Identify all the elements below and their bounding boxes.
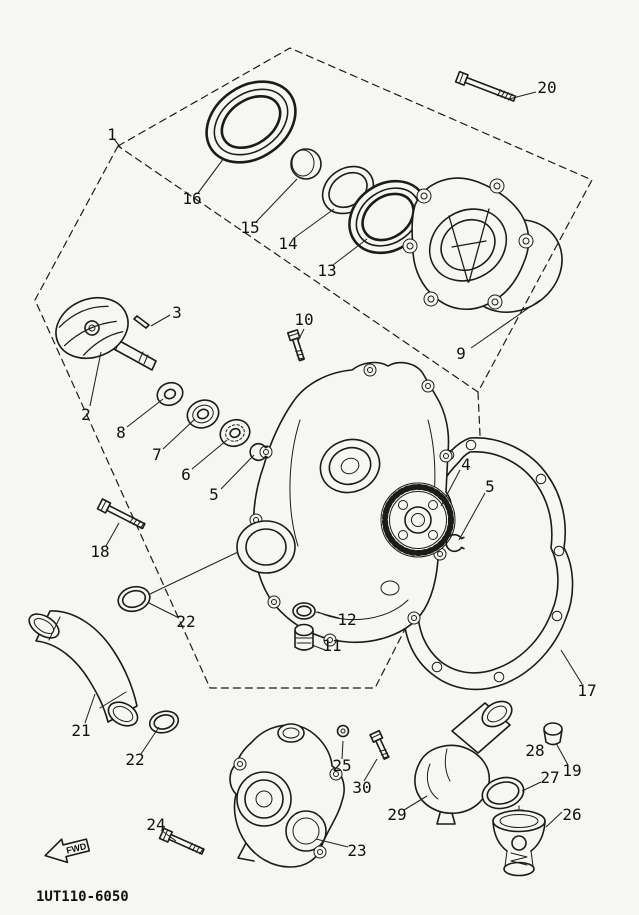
part-20-bolt [454, 70, 517, 102]
part-10-bolt [286, 329, 306, 362]
callout-13: 13 [317, 261, 336, 280]
callout-17: 17 [577, 681, 596, 700]
part-26-thermostat [492, 805, 546, 877]
callout-5a: 5 [209, 485, 219, 504]
callout-22a: 22 [176, 612, 195, 631]
callout-8: 8 [116, 423, 126, 442]
callout-28: 28 [525, 741, 544, 760]
callout-9: 9 [456, 344, 466, 363]
part-6-bearing [219, 418, 251, 448]
fwd-arrow-icon: FWD [44, 838, 91, 864]
part-19-plug [543, 722, 563, 746]
fwd-label: FWD [65, 841, 88, 856]
callout-11: 11 [322, 636, 341, 655]
callout-6: 6 [181, 465, 191, 484]
part-housing-body [236, 361, 453, 647]
callout-30: 30 [352, 778, 371, 797]
part-8-washer [156, 381, 184, 407]
part-23-housing [229, 723, 345, 868]
callout-20: 20 [537, 78, 556, 97]
part-22b-oring [148, 710, 180, 734]
part-5a-circlip [249, 442, 269, 462]
callout-10: 10 [294, 310, 313, 329]
part-13-seal-ring [348, 179, 428, 255]
part-18-bolt [96, 498, 146, 530]
part-7-bearing [186, 399, 220, 429]
part-code: 1UT110-6050 [36, 889, 129, 905]
part-4-gear [380, 482, 456, 558]
part-3-pin [133, 315, 150, 329]
callout-21: 21 [71, 721, 90, 740]
part-9-cover-set [402, 177, 563, 313]
part-27-seal-ring [481, 776, 525, 810]
part-5b-circlip [445, 533, 465, 553]
callout-16: 16 [182, 189, 201, 208]
callout-18: 18 [90, 542, 109, 561]
callout-27: 27 [540, 768, 559, 787]
part-24-bolt [158, 827, 205, 855]
callout-25: 25 [332, 756, 351, 775]
callout-14: 14 [278, 234, 297, 253]
part-15-plate [290, 148, 322, 180]
part-30-bolt [369, 729, 390, 760]
callout-5b: 5 [485, 477, 495, 496]
callout-22b: 22 [125, 750, 144, 769]
callout-23: 23 [347, 841, 366, 860]
callout-29: 29 [387, 805, 406, 824]
leader-lines [84, 91, 583, 848]
callout-12: 12 [337, 610, 356, 629]
callout-26: 26 [562, 805, 581, 824]
callout-24: 24 [146, 815, 165, 834]
part-16-seal [205, 80, 297, 164]
callout-7: 7 [152, 445, 162, 464]
part-28-pipe [451, 700, 513, 754]
callout-3: 3 [172, 303, 182, 322]
callout-1: 1 [107, 125, 117, 144]
part-22a-oring [117, 585, 151, 613]
part-25-pin [336, 724, 350, 738]
callout-4: 4 [461, 455, 471, 474]
callout-2: 2 [81, 405, 91, 424]
part-11-fitting [294, 623, 314, 651]
callout-15: 15 [240, 218, 259, 237]
part-21-pipe [28, 610, 139, 727]
callout-19: 19 [562, 761, 581, 780]
assembly-boundary-boxes [34, 47, 593, 689]
part-29-cover [414, 744, 491, 825]
part-12-oring [292, 602, 316, 620]
alignment-line [149, 551, 239, 595]
part-2-impeller-shaft [55, 296, 157, 371]
